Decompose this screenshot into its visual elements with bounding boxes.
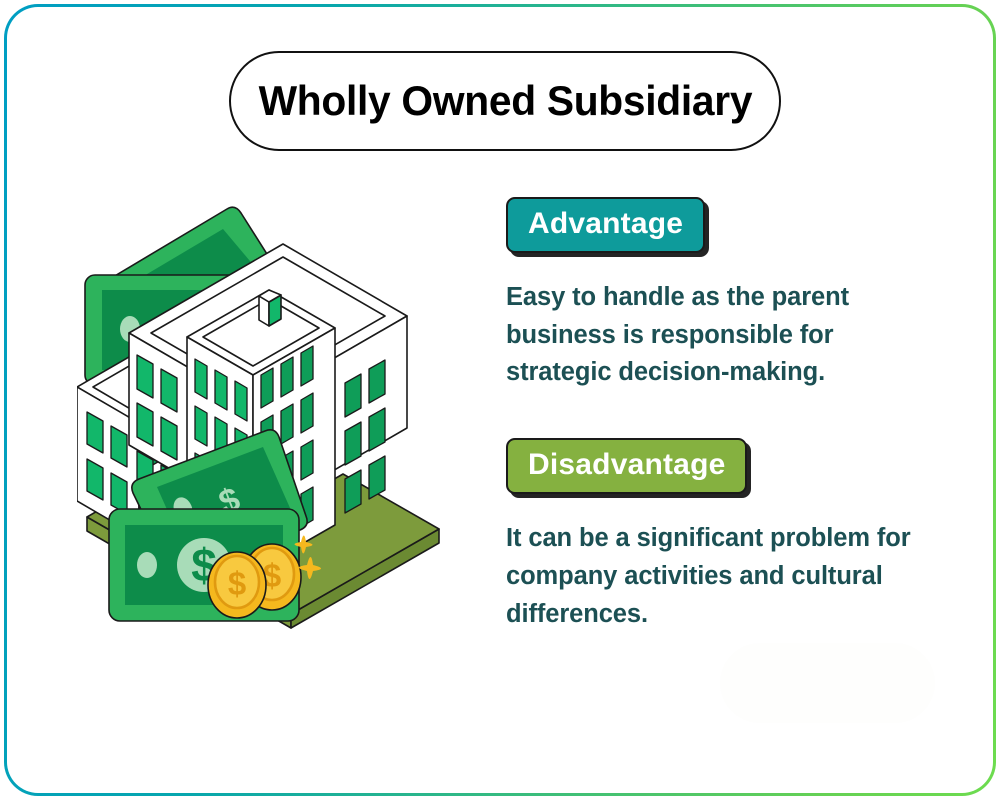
title-pill: Wholly Owned Subsidiary	[229, 51, 781, 151]
illustration-office-buildings-money: $ $	[76, 187, 467, 637]
gold-coins: $ $	[207, 543, 302, 619]
section-spacer	[506, 392, 936, 438]
gradient-border-frame: Wholly Owned Subsidiary	[4, 4, 996, 796]
disadvantage-badge: Disadvantage	[506, 438, 748, 495]
banknote-front-lower: $	[108, 508, 300, 622]
page-title: Wholly Owned Subsidiary	[258, 77, 752, 124]
disadvantage-text: It can be a significant problem for comp…	[506, 524, 911, 628]
content-column: Advantage Easy to handle as the parent b…	[506, 197, 936, 633]
svg-text:$: $	[263, 557, 281, 594]
advantage-text: Easy to handle as the parent business is…	[506, 283, 849, 387]
advantage-badge: Advantage	[506, 197, 706, 253]
watermark	[720, 643, 935, 723]
card-inner: Wholly Owned Subsidiary	[7, 7, 993, 793]
sparkle-icons	[294, 535, 321, 579]
svg-text:$: $	[228, 565, 246, 602]
